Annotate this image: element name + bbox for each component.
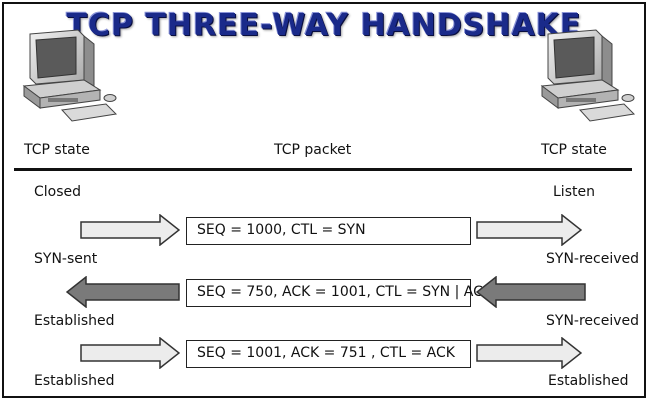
- header-divider: [14, 168, 632, 171]
- right-state-final-established: Established: [548, 373, 629, 389]
- right-arrow-icon: [476, 214, 582, 246]
- left-state-final-established: Established: [34, 373, 115, 389]
- left-state-syn-sent: SYN-sent: [34, 251, 98, 267]
- packet-ack: SEQ = 1001, ACK = 751 , CTL = ACK: [186, 340, 471, 368]
- left-arrow-icon: [476, 276, 586, 308]
- packet-syn: SEQ = 1000, CTL = SYN: [186, 217, 471, 245]
- packet-header: TCP packet: [274, 142, 352, 158]
- right-arrow-icon: [80, 337, 180, 369]
- desktop-computer-icon: [22, 29, 118, 122]
- left-state-closed: Closed: [34, 184, 82, 200]
- desktop-computer-icon: [540, 29, 636, 122]
- right-state-header: TCP state: [541, 142, 607, 158]
- right-arrow-icon: [476, 337, 582, 369]
- packet-syn-ack: SEQ = 750, ACK = 1001, CTL = SYN | ACK: [186, 279, 492, 307]
- right-state-syn-received: SYN-received: [546, 251, 640, 267]
- right-state-listen: Listen: [553, 184, 595, 200]
- left-state-established: Established: [34, 313, 115, 329]
- left-arrow-icon: [66, 276, 180, 308]
- left-state-header: TCP state: [24, 142, 90, 158]
- right-arrow-icon: [80, 214, 180, 246]
- diagram-title: TCP THREE-WAY HANDSHAKE: [66, 8, 582, 43]
- right-state-syn-received: SYN-received: [546, 313, 640, 329]
